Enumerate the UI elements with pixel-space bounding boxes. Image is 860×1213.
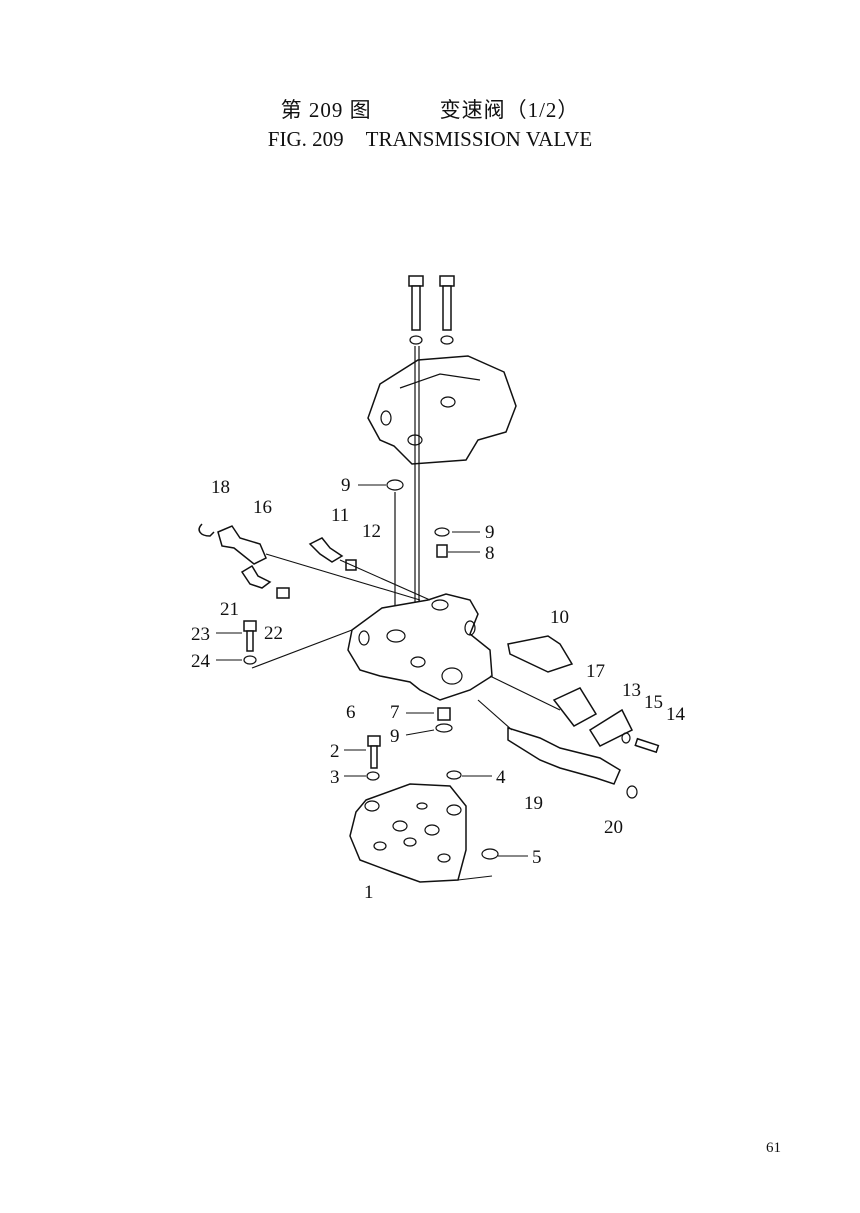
callout-3: 3 — [330, 767, 340, 788]
callout-8: 8 — [485, 543, 495, 564]
callout-17: 17 — [586, 661, 605, 682]
figure-caption-english: TRANSMISSION VALVE — [365, 127, 593, 151]
callout-14: 14 — [666, 704, 686, 725]
callout-13: 13 — [622, 680, 641, 701]
callout-11: 11 — [331, 505, 349, 526]
callout-2: 2 — [330, 741, 340, 762]
top-bolts — [408, 275, 455, 345]
callout-12: 12 — [362, 521, 381, 542]
figure-number-english: FIG. 209 — [267, 127, 344, 151]
callout-9-lower: 9 — [390, 726, 400, 747]
callout-19: 19 — [524, 793, 543, 814]
callout-9-right: 9 — [485, 522, 495, 543]
callout-24: 24 — [191, 651, 211, 672]
callout-20: 20 — [604, 817, 623, 838]
figure-number-chinese: 第 209 图 — [280, 98, 372, 122]
callout-21: 21 — [220, 599, 239, 620]
callout-23: 23 — [191, 624, 210, 645]
upper-cover — [367, 355, 517, 465]
callout-1: 1 — [364, 882, 374, 903]
callout-18: 18 — [211, 477, 230, 498]
callout-9-upper: 9 — [341, 475, 351, 496]
callout-6: 6 — [346, 702, 356, 723]
callout-7: 7 — [390, 702, 400, 723]
lower-plate — [349, 783, 467, 883]
valve-body — [347, 593, 493, 701]
callout-4: 4 — [496, 767, 506, 788]
figure-title-english: FIG. 209 TRANSMISSION VALVE — [0, 127, 860, 152]
callout-22: 22 — [264, 623, 283, 644]
callout-5: 5 — [532, 847, 542, 868]
callout-15: 15 — [644, 692, 663, 713]
callout-10: 10 — [550, 607, 569, 628]
callout-16: 16 — [253, 497, 272, 518]
page-number: 61 — [766, 1140, 781, 1156]
figure-title-chinese: 第 209 图 变速阀（1/2） — [0, 94, 860, 124]
figure-caption-chinese: 变速阀（1/2） — [439, 98, 580, 122]
